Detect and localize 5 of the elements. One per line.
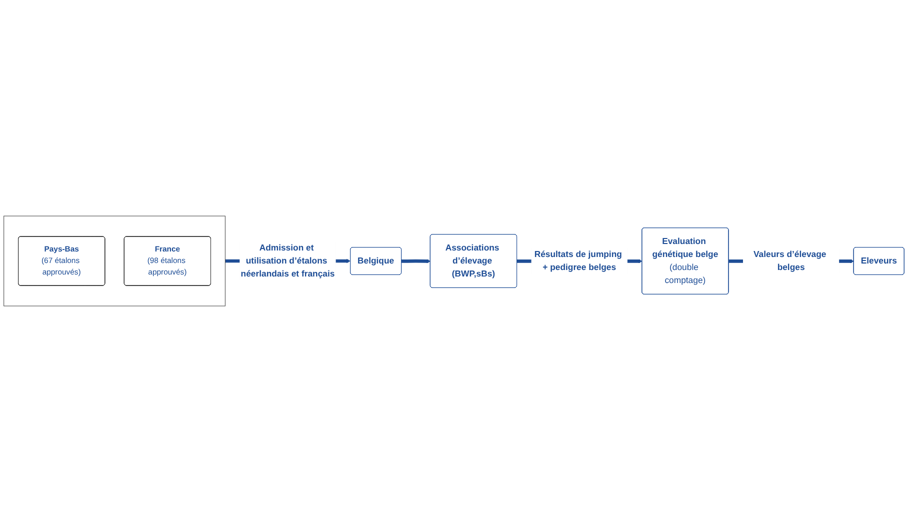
arrow: [402, 259, 431, 264]
cluster: [4, 216, 226, 306]
edge-label: Admission et utilisation d’étalons néerlandais et français: [240, 242, 335, 279]
edge-label: Valeurs d’élevage belges: [753, 249, 826, 272]
edge-label: Résultats de jumping + pedigree belges: [534, 249, 622, 272]
